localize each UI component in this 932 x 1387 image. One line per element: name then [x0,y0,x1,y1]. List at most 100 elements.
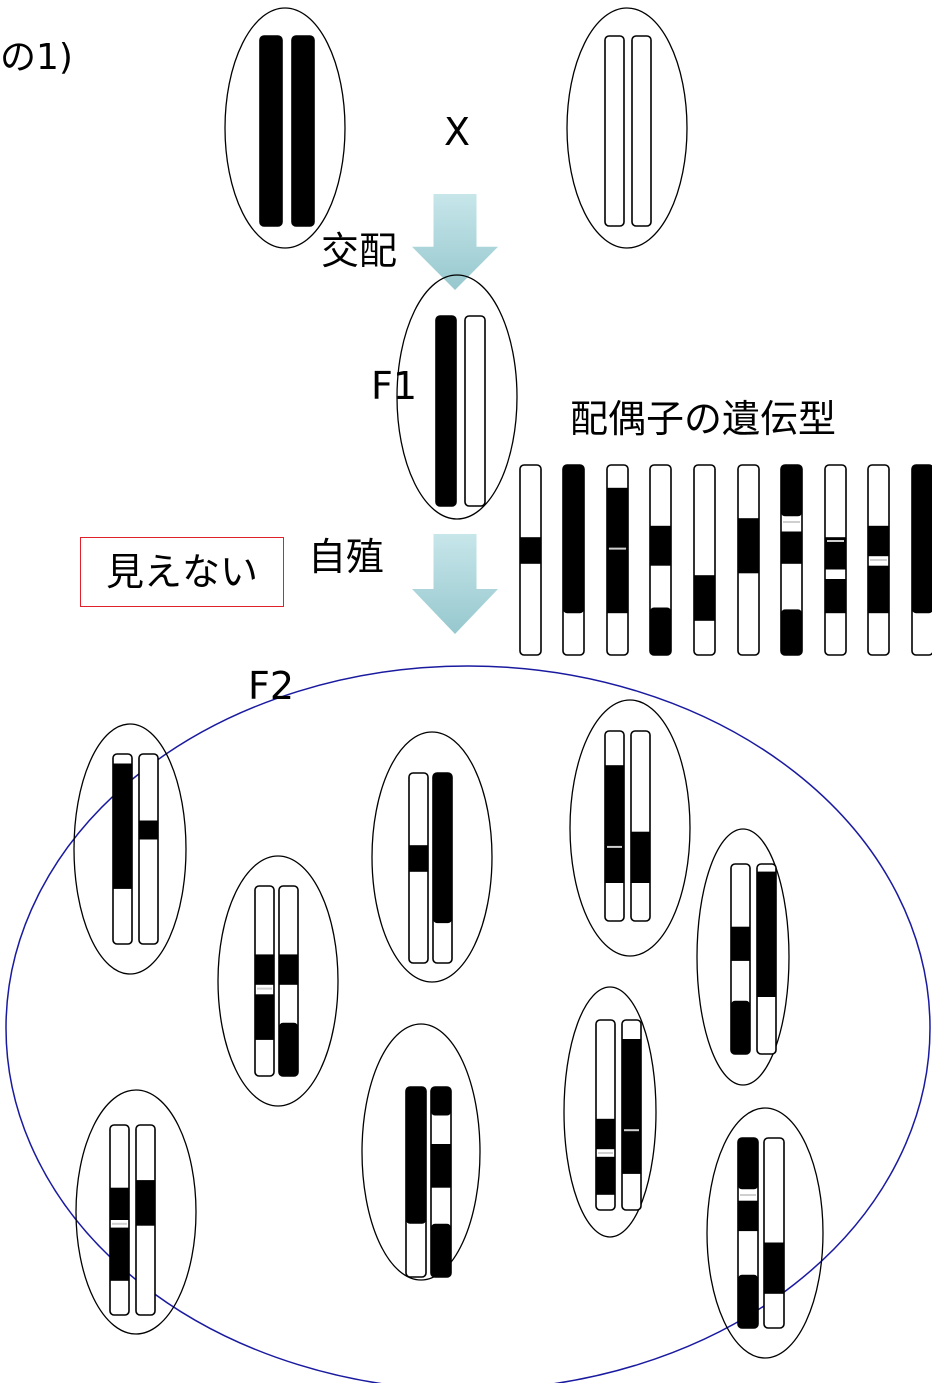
chromosome [254,885,275,1077]
cell-outline [706,1107,824,1359]
dark-segment [431,1087,451,1116]
chromosome [435,315,457,507]
dark-segment [260,36,282,226]
chromosome [135,1124,156,1316]
chromosome [109,1124,130,1316]
chromosome [408,772,429,964]
dark-segment [433,773,452,924]
dark-segment [279,1022,298,1076]
chromosome [737,1137,759,1329]
dark-segment [596,1118,615,1150]
dark-segment [409,845,428,872]
title-fragment: の1) [0,37,73,78]
dark-segment [520,537,541,564]
dark-segment [650,607,671,655]
dark-segment [731,1000,750,1054]
chromosome [693,464,716,656]
dark-segment [738,518,759,574]
dark-segment [650,525,671,566]
f2-label: F2 [248,664,295,708]
f2-population-outline [5,665,931,1387]
dark-segment [631,831,650,883]
cell-outline [217,855,339,1107]
dark-segment [694,575,715,621]
dark-segment [781,609,802,655]
chromosome [278,885,299,1077]
chromosome [259,35,283,227]
dark-segment [738,1138,758,1190]
chromosome [824,464,847,656]
chromosome-outline [138,753,159,945]
invisible-label: 見えない [105,550,258,594]
chromosome-outline [604,35,625,227]
dark-segment [781,465,802,517]
chromosome [737,464,760,656]
chromosome [519,464,542,656]
chromosome [763,1137,785,1329]
dark-segment [868,525,889,557]
cell-outline [75,1089,197,1335]
chromosome [604,730,625,922]
cell-outline [73,723,187,975]
cell-outline [396,274,518,520]
cell-outline [224,7,346,249]
cell-outline [566,7,688,249]
cell-outline [371,731,493,983]
chromosome-outline [763,1137,785,1329]
dark-segment [738,1274,758,1328]
chromosome-outline [464,315,486,507]
dark-segment [622,1039,641,1174]
dark-segment [431,1144,451,1188]
chromosome [606,464,629,656]
down-arrow [412,194,498,290]
selfing-label: 自殖 [308,535,385,579]
chromosome [911,464,932,656]
chromosome-outline [630,730,651,922]
chromosome [730,863,751,1055]
chromosome [631,35,652,227]
dark-segment [110,1227,129,1281]
chromosome [138,753,159,945]
cell-outline [563,986,657,1238]
chromosome [630,730,651,922]
cell-outline [361,1023,481,1281]
cell-outline [696,828,790,1086]
dark-segment [868,565,889,614]
dark-segment [607,548,628,614]
dark-segment [607,487,628,549]
chromosome [595,1019,616,1211]
dark-segment [596,1156,615,1195]
down-arrow [412,534,498,634]
chromosome [562,464,585,656]
chromosome [756,863,777,1055]
chromosome [112,753,133,945]
dark-segment [292,36,314,226]
cross-symbol: X [444,110,471,154]
dark-segment [825,579,846,614]
dark-segment [139,820,158,840]
chromosome [867,464,890,656]
gamete-genotype-label: 配偶子の遺伝型 [570,397,837,441]
dark-segment [255,954,274,985]
dark-segment [279,954,298,985]
chromosome-outline [693,464,716,656]
chromosome [621,1019,642,1211]
dark-segment [912,465,932,614]
dark-segment [825,537,846,570]
dark-segment [563,465,584,614]
dark-segment [738,1200,758,1232]
invisible-box: 見えない [80,537,284,607]
dark-segment [255,994,274,1040]
chromosome [649,464,672,656]
chromosome [780,464,803,656]
chromosome [430,1086,452,1278]
mating-label: 交配 [321,229,398,273]
dark-segment [781,531,802,564]
chromosome [405,1086,427,1278]
dark-segment [764,1242,784,1294]
dark-segment [110,1187,129,1220]
chromosome [604,35,625,227]
f1-label: F1 [371,364,418,408]
dark-segment [113,763,132,889]
